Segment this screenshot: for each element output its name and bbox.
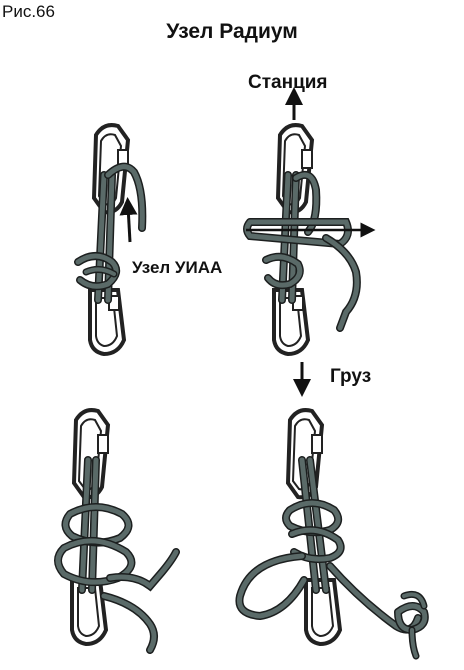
uiaa-knot-label: Узел УИАА <box>132 258 223 277</box>
lower-carabiner <box>88 288 127 357</box>
uiaa-pointer-arrow <box>119 197 138 243</box>
step-1-uiaa-hitch <box>74 123 147 357</box>
lower-carabiner <box>272 288 311 357</box>
station-label: Станция <box>248 72 328 93</box>
step-4-finished <box>235 408 429 660</box>
step-2-threading <box>243 87 376 397</box>
rope <box>74 162 147 304</box>
lower-carabiner <box>70 578 109 647</box>
diagram-title: Узел Радиум <box>166 20 298 43</box>
rope <box>54 456 180 654</box>
load-label: Груз <box>330 366 372 387</box>
rope <box>243 171 361 332</box>
step-3-wraps <box>54 408 180 654</box>
lower-carabiner <box>304 578 343 647</box>
upper-carabiner <box>71 408 111 500</box>
rope <box>235 456 429 660</box>
figure-label: Рис.66 <box>2 2 55 21</box>
